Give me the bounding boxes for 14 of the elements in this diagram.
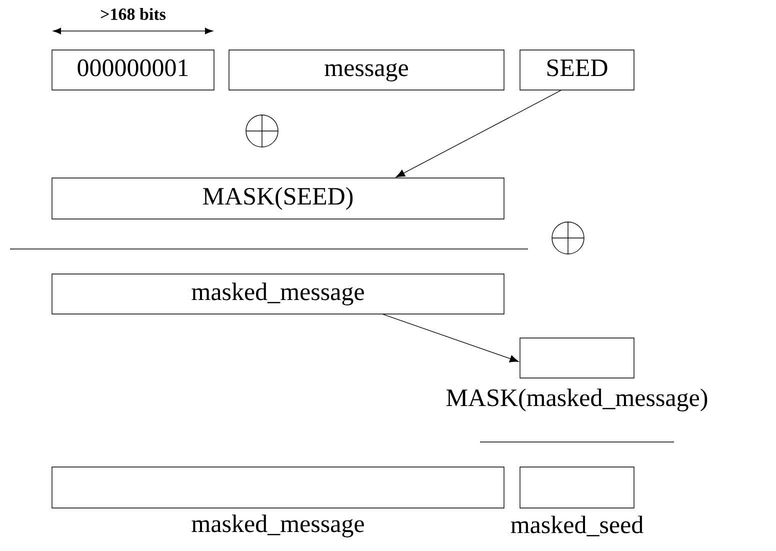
empty-box <box>520 466 634 508</box>
field-box: 000000001 <box>52 50 214 90</box>
arrow <box>382 314 519 362</box>
field-label: masked_message <box>192 514 364 538</box>
field-label: MASK(masked_message) <box>446 388 708 412</box>
empty-box <box>520 338 634 378</box>
arrow <box>396 90 562 178</box>
field-box: SEED <box>520 50 634 90</box>
field-label: masked_seed <box>510 516 644 536</box>
field-box: MASK(SEED) <box>52 178 504 220</box>
field-box: message <box>228 50 504 90</box>
field-box: masked_message <box>52 274 504 314</box>
dimension-label: >168 bits <box>100 8 166 20</box>
empty-box <box>52 466 504 508</box>
